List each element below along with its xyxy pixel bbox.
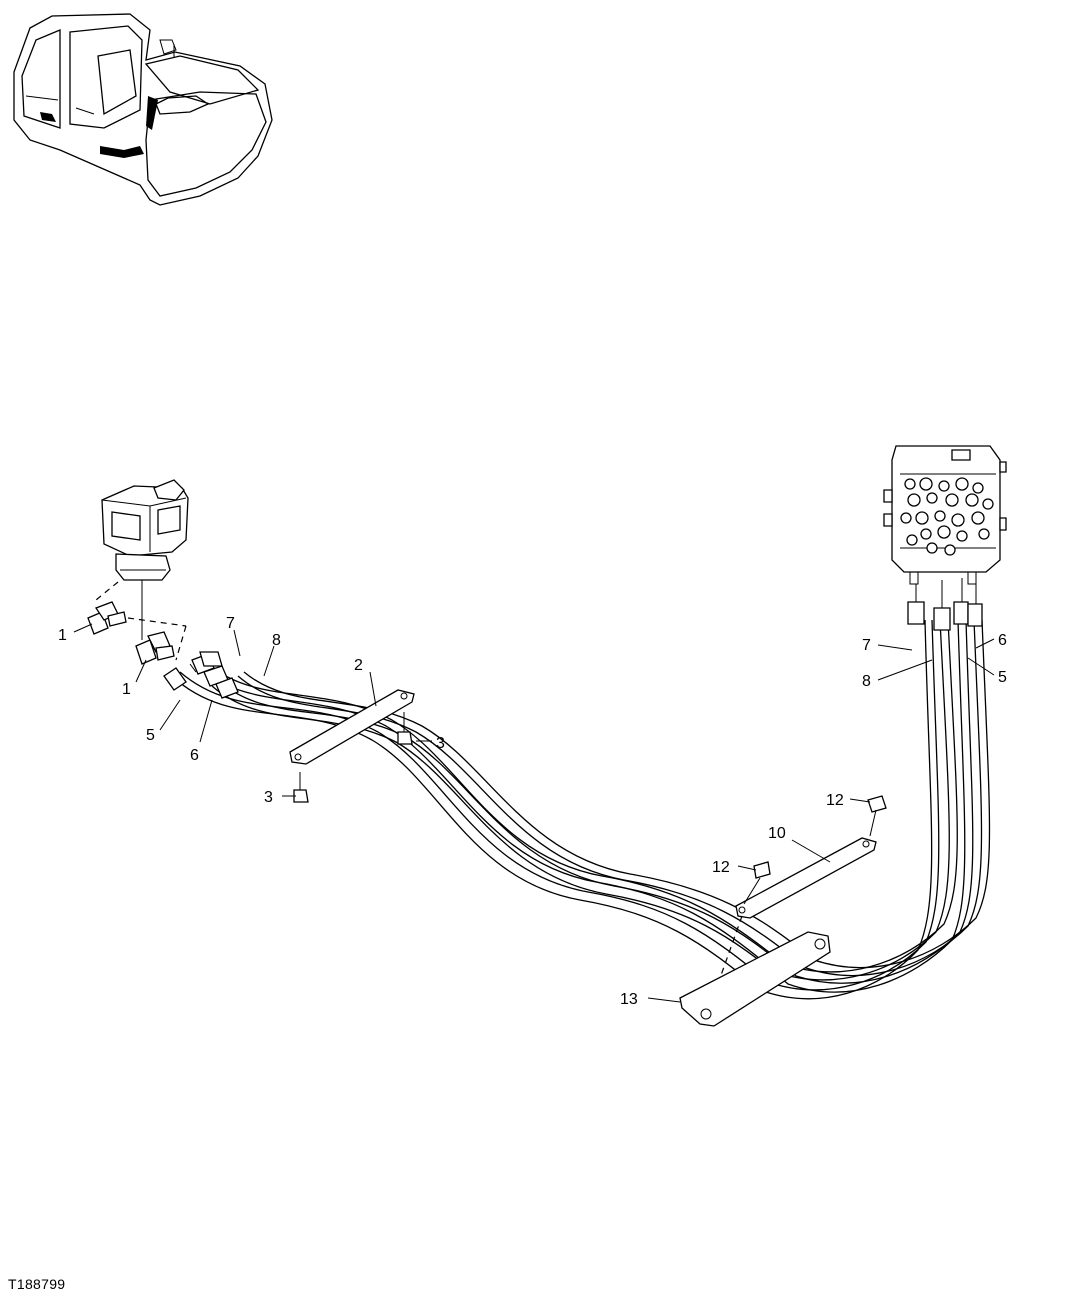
pilot-control-valve (95, 479, 189, 661)
callout-1-upper: 1 (58, 627, 67, 644)
elbow-fitting-lower (135, 631, 175, 665)
bracket-13 (679, 931, 831, 1027)
callout-12-upper: 12 (826, 792, 844, 809)
control-valve-block (883, 445, 1007, 585)
hose-ends-left (163, 651, 239, 699)
callout-7-left: 7 (226, 615, 235, 632)
callout-3-right: 3 (436, 735, 445, 752)
callout-10: 10 (768, 825, 786, 842)
bolt-3-left (293, 772, 309, 803)
callout-3-left: 3 (264, 789, 273, 806)
clamp-bracket-2 (289, 689, 415, 765)
elbow-fitting-upper (87, 601, 127, 635)
clamp-plate-10 (735, 837, 877, 919)
bolt-12-left (707, 861, 771, 1013)
callout-8-right: 8 (862, 673, 871, 690)
bolt-12-right (867, 795, 887, 837)
callout-6-left: 6 (190, 747, 199, 764)
callout-6-right: 6 (998, 632, 1007, 649)
figure-id: T188799 (8, 1276, 66, 1292)
callout-7-right: 7 (862, 637, 871, 654)
callout-8-left: 8 (272, 632, 281, 649)
bolt-3-right (397, 712, 413, 745)
callout-13: 13 (620, 991, 638, 1008)
cab-locator-view (13, 13, 273, 206)
valve-ports (900, 477, 994, 556)
callout-5-right: 5 (998, 669, 1007, 686)
callout-5-left: 5 (146, 727, 155, 744)
callout-2: 2 (354, 657, 363, 674)
callout-1-lower: 1 (122, 681, 131, 698)
callout-labels: 1 1 2 3 3 5 6 7 8 7 8 6 5 12 12 10 13 (58, 615, 1007, 1008)
leader-lines (73, 623, 995, 1003)
callout-12-lower: 12 (712, 859, 730, 876)
hose-ends-right (907, 578, 983, 631)
